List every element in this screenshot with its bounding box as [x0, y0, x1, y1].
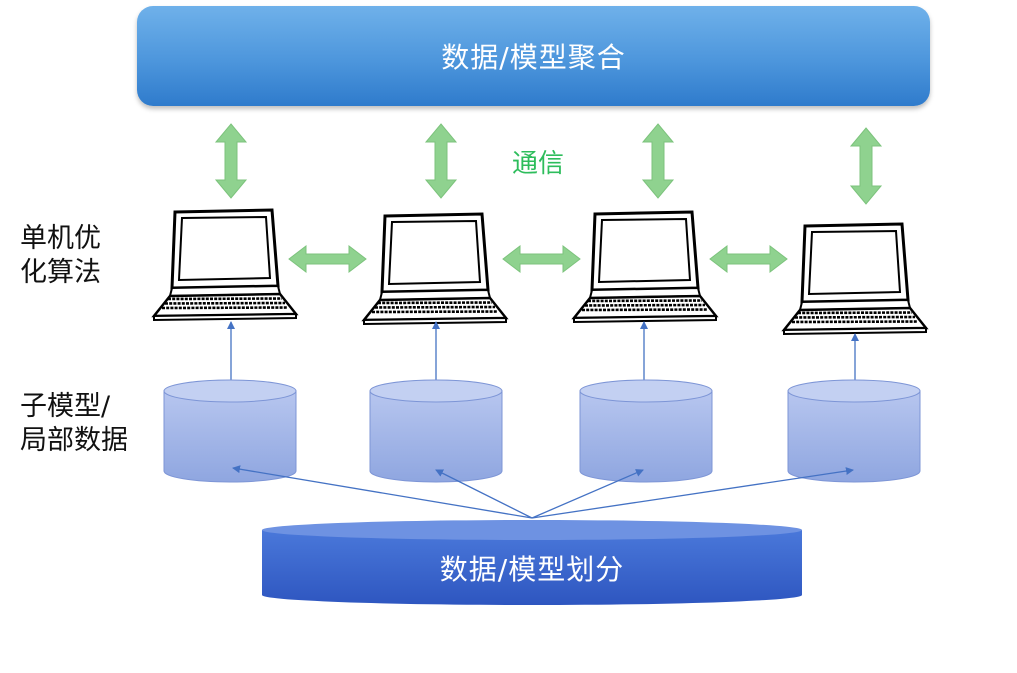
- database-icon: [369, 379, 503, 483]
- double-arrow-icon: [214, 123, 248, 199]
- double-arrow-icon: [502, 244, 581, 274]
- partition-arrow: [531, 467, 854, 519]
- submodel-local-data-label: 子模型/ 局部数据: [20, 391, 128, 456]
- partition-arrows: [232, 465, 854, 519]
- laptop-icon: [781, 222, 929, 336]
- laptop-icon: [571, 210, 719, 324]
- double-arrow-icon: [641, 123, 675, 199]
- laptop-icon: [361, 212, 509, 326]
- communication-label: 通信: [512, 149, 565, 179]
- horizontal-communication-arrows: [288, 244, 788, 274]
- double-arrow-icon: [709, 244, 788, 274]
- partition-cylinder: [262, 520, 802, 605]
- vertical-communication-arrows: [214, 123, 883, 205]
- worker-laptops: [151, 208, 929, 336]
- double-arrow-icon: [849, 127, 883, 205]
- database-icon: [787, 379, 921, 483]
- partition-arrow: [531, 469, 644, 519]
- single-machine-optimization-label: 单机优 化算法: [20, 223, 101, 288]
- database-icon: [163, 379, 297, 483]
- aggregation-label: 数据/模型聚合: [441, 41, 626, 74]
- aggregation-box: 数据/模型聚合: [137, 6, 930, 106]
- double-arrow-icon: [288, 244, 367, 274]
- database-icon: [579, 379, 713, 483]
- data-feed-arrows: [227, 321, 859, 380]
- laptop-icon: [151, 208, 299, 322]
- partition-arrow: [232, 465, 533, 519]
- partition-label: 数据/模型划分: [439, 553, 625, 586]
- double-arrow-icon: [424, 123, 458, 199]
- local-databases: [163, 379, 921, 483]
- partition-arrow: [435, 469, 533, 519]
